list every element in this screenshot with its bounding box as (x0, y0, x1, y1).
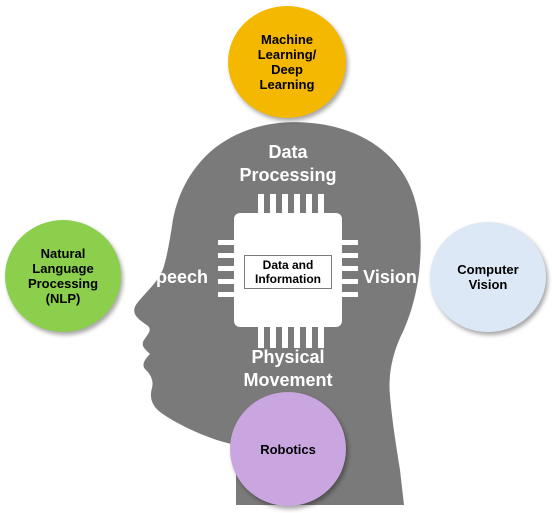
label-vision: Vision (363, 267, 417, 287)
circle-nlp: Natural Language Processing (NLP) (5, 220, 121, 332)
circle-robotics-label: Robotics (260, 441, 316, 457)
circle-robotics: Robotics (230, 392, 346, 506)
chip-pins-top (258, 194, 324, 216)
circle-nlp-label: Natural Language Processing (NLP) (27, 246, 99, 306)
circle-machine-learning-label: Machine Learning/ Deep Learning (257, 32, 317, 92)
circle-computer-vision: Computer Vision (430, 222, 546, 332)
label-data-processing: Data Processing (239, 142, 337, 185)
circle-machine-learning: Machine Learning/ Deep Learning (228, 6, 346, 118)
chip-pins-right (338, 240, 358, 297)
circle-computer-vision-label: Computer Vision (457, 262, 519, 292)
chip-pins-left (218, 240, 238, 297)
label-physical-movement: Physical Movement (243, 347, 333, 390)
chip-pins-bottom (258, 326, 324, 348)
chip-label-box: Data and Information (244, 255, 332, 289)
label-speech: Speech (143, 267, 209, 287)
chip-label: Data and Information (255, 258, 321, 286)
